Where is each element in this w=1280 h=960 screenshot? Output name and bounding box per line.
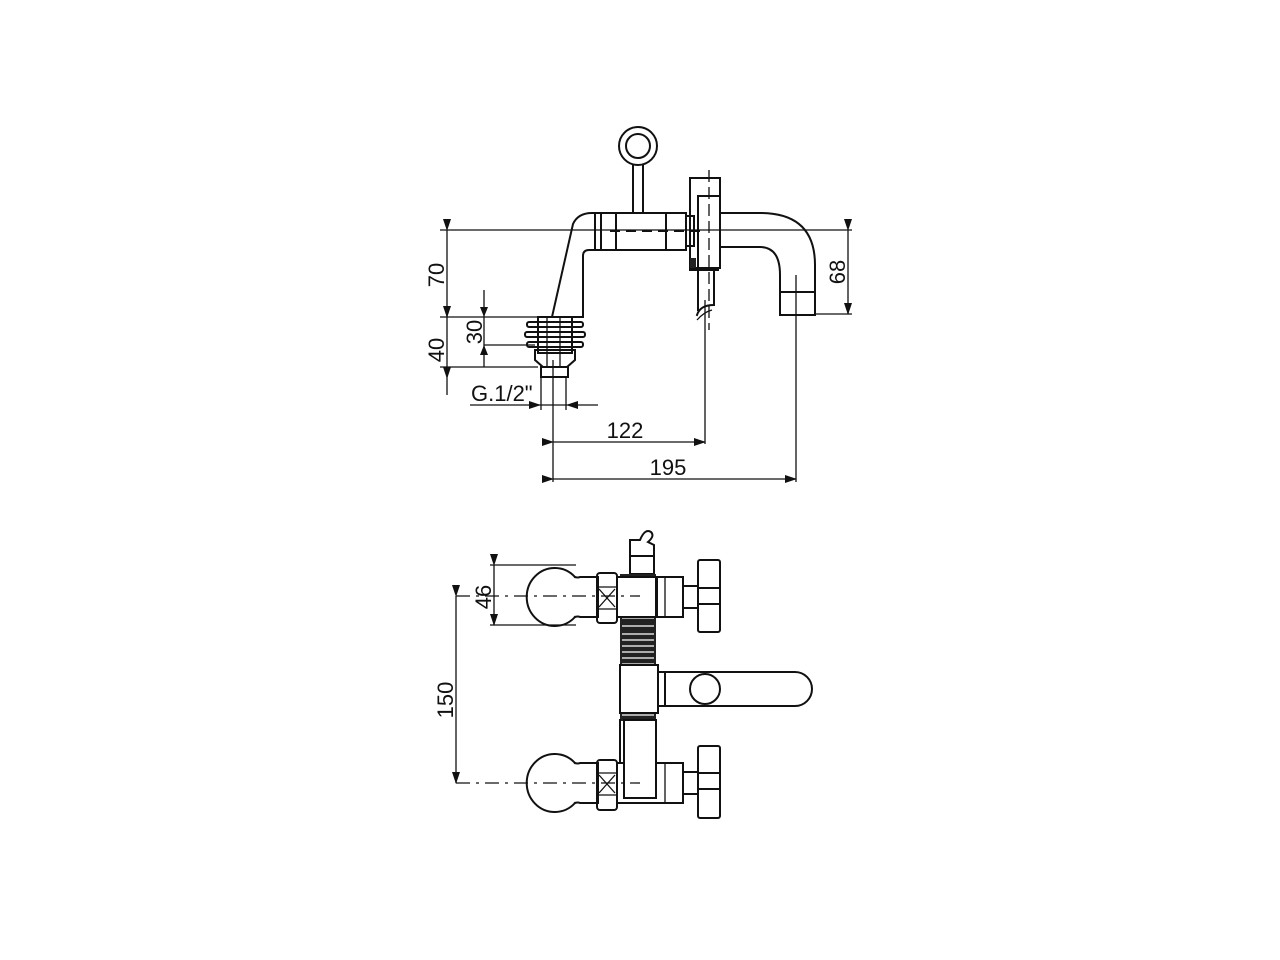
dimension-195: 195 [542, 455, 797, 483]
svg-text:150: 150 [433, 682, 458, 719]
inlet-fitting [524, 316, 586, 482]
lower-cross-handle [616, 745, 721, 819]
svg-text:70: 70 [424, 263, 449, 287]
svg-text:G.1/2": G.1/2" [471, 381, 533, 406]
dimension-30: 30 [462, 290, 535, 367]
spout [719, 212, 816, 482]
dimension-150: 150 [433, 585, 460, 784]
dimension-46: 46 [471, 554, 576, 626]
lever-handle-icon [618, 126, 658, 214]
side-view: 70 40 30 G.1/2" 122 [424, 126, 852, 483]
dimension-68: 68 [815, 219, 852, 315]
dimension-thread: G.1/2" [470, 381, 598, 409]
mixer-body [550, 212, 700, 318]
dimension-70: 70 [424, 219, 852, 318]
dimension-122: 122 [542, 300, 706, 446]
svg-text:40: 40 [424, 338, 449, 362]
dimension-40: 40 [424, 316, 552, 395]
upper-cross-handle [616, 559, 721, 633]
svg-text:195: 195 [650, 455, 687, 480]
hose-outlet [629, 530, 655, 575]
svg-text:68: 68 [825, 260, 850, 284]
svg-text:46: 46 [471, 585, 496, 609]
diverter-block [689, 170, 721, 330]
upper-inlet-eccentric [525, 567, 618, 627]
svg-text:30: 30 [462, 320, 487, 344]
front-view: 46 150 [433, 530, 813, 819]
spout-top-view [657, 671, 813, 707]
svg-text:122: 122 [607, 418, 644, 443]
